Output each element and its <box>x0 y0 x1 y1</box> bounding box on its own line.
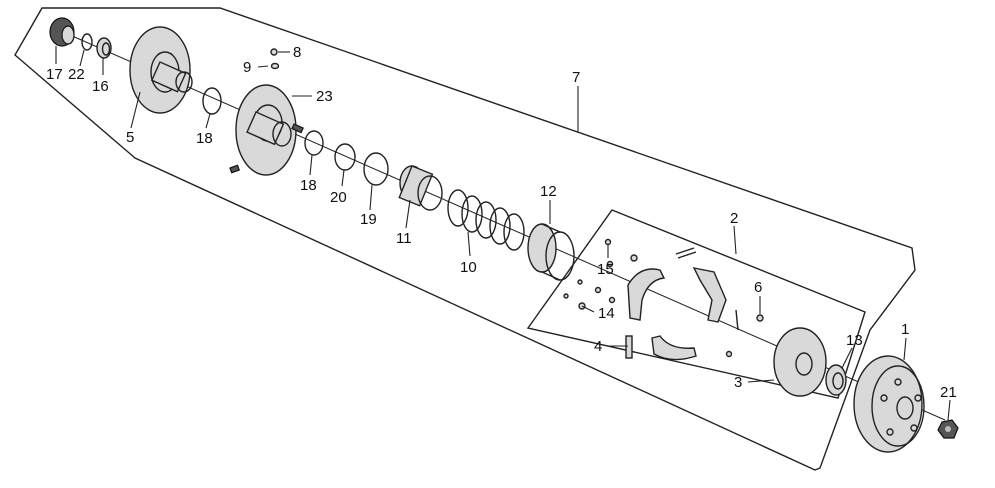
callout-1: 1 <box>901 321 909 338</box>
callout-12: 12 <box>540 183 557 200</box>
spring-10-part <box>447 189 525 251</box>
clutch-shoe-lower-part <box>651 335 697 361</box>
callout-8: 8 <box>293 44 301 61</box>
callout-2: 2 <box>730 210 738 227</box>
callout-21: 21 <box>940 384 957 401</box>
callout-4: 4 <box>594 338 602 355</box>
spring-seat-12-part <box>527 223 575 281</box>
driven-face-part <box>129 26 193 114</box>
clutch-spring-right-part <box>735 309 739 331</box>
callout-3: 3 <box>734 374 742 391</box>
callout-20: 20 <box>330 189 347 206</box>
callout-14: 14 <box>598 305 615 322</box>
callout-18b: 18 <box>300 177 317 194</box>
callout-16: 16 <box>92 78 109 95</box>
movable-driven-face-part <box>229 84 304 176</box>
clutch-subassembly-box <box>526 209 866 399</box>
pin-8-part <box>270 48 278 56</box>
washer-13-part <box>825 364 847 396</box>
collar-11-part <box>398 165 443 211</box>
callout-17: 17 <box>46 66 63 83</box>
leader-lines <box>55 46 951 421</box>
callout-23: 23 <box>316 88 333 105</box>
callout-10: 10 <box>460 259 477 276</box>
callout-13: 13 <box>846 332 863 349</box>
callout-9: 9 <box>243 59 251 76</box>
oring-20-part <box>334 143 356 171</box>
drive-plate-3-part <box>773 327 827 397</box>
oring-19-part <box>363 152 389 186</box>
callout-7: 7 <box>572 69 580 86</box>
callout-labels: 17 22 16 5 18 8 9 23 18 20 19 11 10 12 7… <box>46 44 957 401</box>
clutch-small-parts <box>563 238 764 358</box>
callout-15: 15 <box>597 261 614 278</box>
seal-16-part <box>96 37 112 59</box>
clutch-bracket-part <box>692 267 727 323</box>
callout-5: 5 <box>126 129 134 146</box>
nut-21-part <box>937 419 959 439</box>
callout-22: 22 <box>68 66 85 83</box>
callout-11: 11 <box>396 230 412 247</box>
spring-4-part <box>625 335 633 359</box>
callout-18a: 18 <box>196 130 213 147</box>
clutch-drum-1-part <box>853 355 925 453</box>
clutch-shoe-upper-part <box>627 268 666 321</box>
callout-6: 6 <box>754 279 762 296</box>
assembly-outline <box>14 7 916 471</box>
callout-19: 19 <box>360 211 377 228</box>
needle-bearing-part <box>49 17 75 47</box>
clutch-spring-upper-part <box>675 247 697 259</box>
oring-18b-part <box>304 130 324 156</box>
roller-9-part <box>270 62 280 70</box>
ring-22-part <box>81 33 93 51</box>
oring-18a-part <box>202 87 222 115</box>
